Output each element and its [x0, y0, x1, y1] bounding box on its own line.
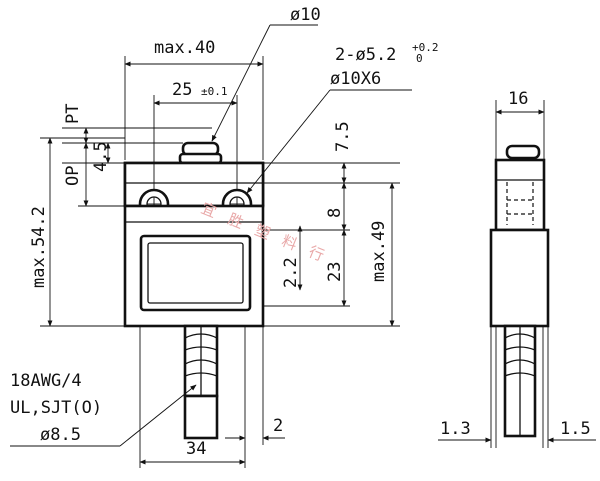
label-max-40: max.40 — [154, 38, 215, 58]
label-max-54-2: max.54.2 — [29, 206, 49, 288]
front-labels: max.40 ø10 25 ±0.1 2-ø5.2 +0.2 0 ø10X6 P… — [10, 5, 439, 459]
label-1-3: 1.3 — [440, 419, 471, 439]
plunger — [178, 141, 223, 165]
label-holes: 2-ø5.2 — [335, 45, 396, 65]
label-8: 8 — [325, 208, 345, 218]
label-cable-line1: 18AWG/4 — [10, 371, 82, 391]
label-holes-tol-lower: 0 — [416, 52, 423, 65]
label-pt: PT — [63, 104, 83, 124]
label-34: 34 — [186, 439, 206, 459]
switch-window — [139, 234, 252, 312]
label-2: 2 — [273, 416, 283, 436]
label-cable-line3: ø8.5 — [40, 425, 81, 445]
side-dimensions: 16 1.3 1.5 — [438, 89, 596, 448]
front-dimensions — [10, 24, 412, 468]
label-op: OP — [63, 166, 83, 186]
side-view — [489, 144, 550, 438]
front-view — [123, 141, 265, 440]
label-counterbore: ø10X6 — [330, 69, 381, 89]
label-16: 16 — [508, 89, 528, 109]
label-holes-tol-upper: +0.2 — [412, 41, 439, 54]
label-4-5: 4.5 — [91, 141, 111, 172]
label-7-5: 7.5 — [333, 121, 353, 152]
label-2-2: 2.2 — [281, 257, 301, 288]
label-diameter-10: ø10 — [290, 5, 321, 25]
label-25-tol: ±0.1 — [201, 85, 228, 98]
label-cable-line2: UL,SJT(O) — [10, 398, 102, 418]
label-23: 23 — [325, 262, 345, 282]
label-1-5: 1.5 — [560, 419, 591, 439]
cable — [183, 324, 219, 440]
label-25: 25 — [172, 80, 192, 100]
label-max-49: max.49 — [369, 221, 389, 282]
